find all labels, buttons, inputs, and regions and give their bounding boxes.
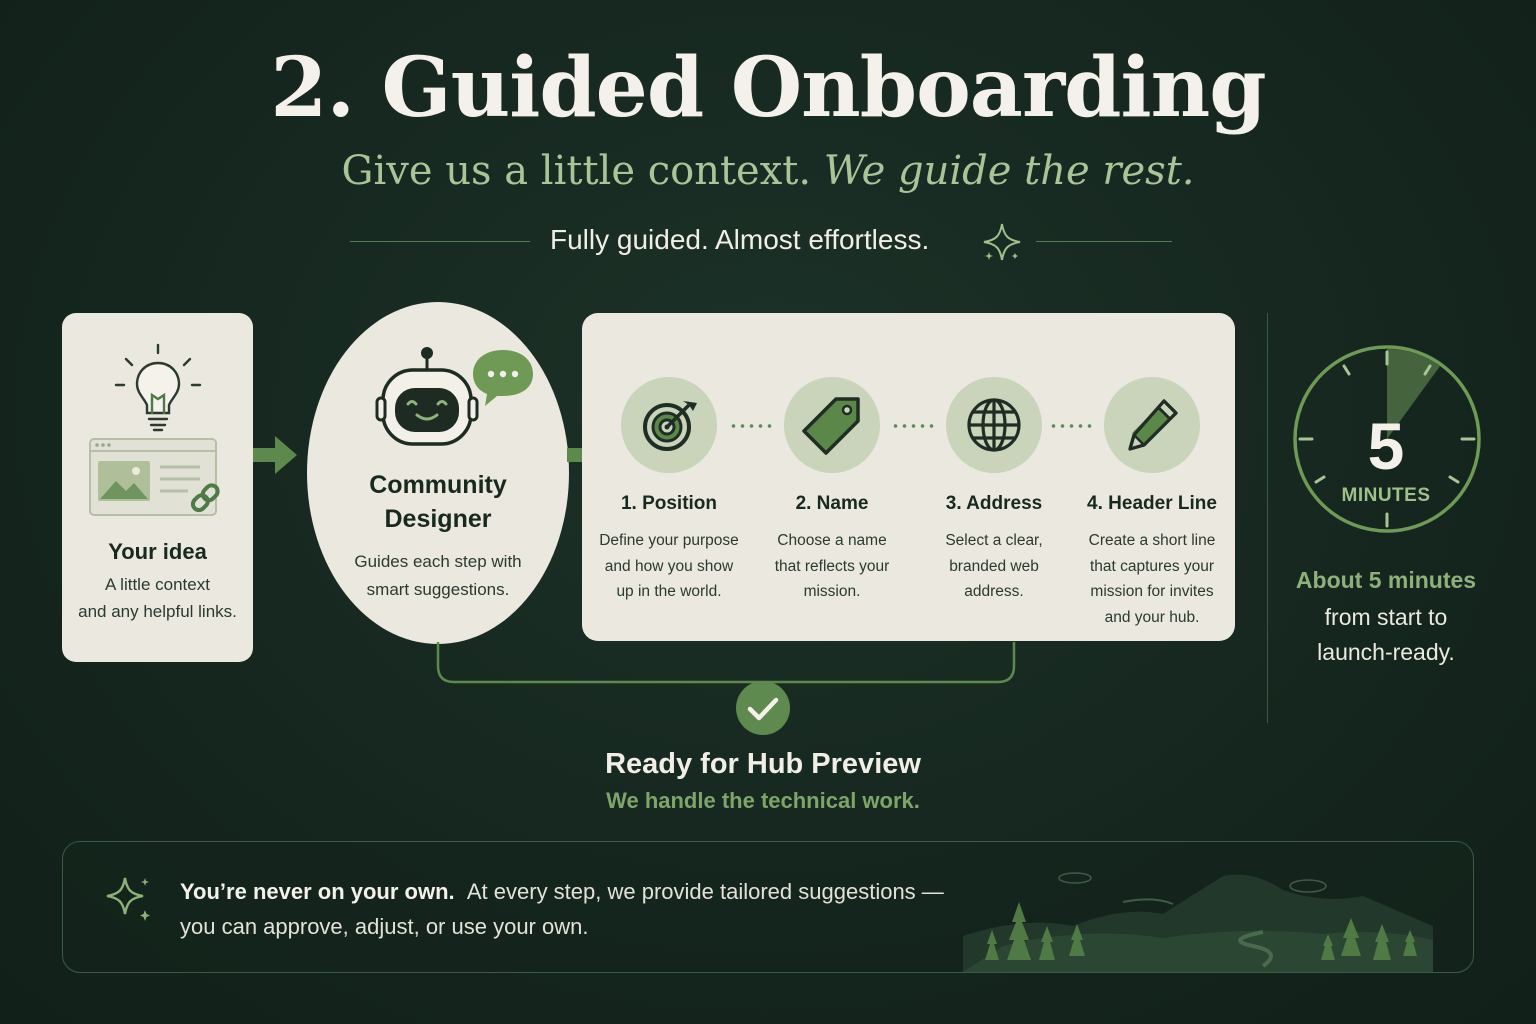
designer-description: Guides each step with smart suggestions. xyxy=(327,548,549,604)
designer-title: Community Designer xyxy=(307,468,569,536)
ready-title: Ready for Hub Preview xyxy=(605,748,921,780)
step-title: 3. Address xyxy=(945,493,1043,514)
step-line: that captures your xyxy=(1089,557,1215,575)
sparkle-icon xyxy=(983,223,1021,261)
step-connector-dots xyxy=(1049,424,1095,428)
designer-desc-line-2: smart suggestions. xyxy=(366,580,510,599)
ready-connector xyxy=(436,642,1016,684)
designer-title-line-1: Community xyxy=(369,471,507,499)
timer-desc-line-2: launch-ready. xyxy=(1317,639,1455,665)
step-position: 1. Position Define your purpose and how … xyxy=(589,313,749,641)
robot-icon xyxy=(375,347,533,446)
step-connector-dots xyxy=(729,424,775,428)
banner-line-1: At every step, we provide tailored sugge… xyxy=(466,879,944,904)
step-line: and your hub. xyxy=(1104,608,1200,626)
sparkle-icon xyxy=(106,877,150,921)
idea-line-1: A little context xyxy=(105,575,210,594)
arrow-right-icon xyxy=(253,436,297,474)
vertical-divider xyxy=(1267,313,1268,723)
step-title: 1. Position xyxy=(620,493,718,514)
idea-description: A little context and any helpful links. xyxy=(68,571,247,625)
check-circle-icon xyxy=(736,681,790,735)
timer-ticks xyxy=(1298,350,1476,528)
timer-tick xyxy=(1342,364,1351,376)
timer-tick xyxy=(1423,364,1432,376)
designer-desc-line-1: Guides each step with xyxy=(354,552,522,571)
ready-subtitle: We handle the technical work. xyxy=(606,788,920,813)
step-line: Define your purpose xyxy=(599,532,739,549)
step-line: and how you show xyxy=(604,557,734,575)
step-line: Choose a name xyxy=(777,532,887,549)
timer-description: from start to launch-ready. xyxy=(1286,600,1486,670)
timer-tick xyxy=(1448,475,1460,484)
step-line: mission for invites xyxy=(1090,583,1214,600)
tagline: Fully guided. Almost effortless. xyxy=(550,224,930,255)
step-description: Select a clear, branded web address. xyxy=(908,528,1080,605)
banner-text: You’re never on your own. At every step,… xyxy=(180,874,980,944)
tagline-rule-left xyxy=(350,241,530,242)
step-description: Define your purpose and how you show up … xyxy=(583,528,755,605)
subtitle-plain: Give us a little context. xyxy=(341,148,824,194)
timer-tick xyxy=(1314,475,1326,484)
tag-icon xyxy=(802,397,860,455)
subtitle-italic: We guide the rest. xyxy=(823,148,1195,194)
idea-card: Your idea A little context and any helpf… xyxy=(62,313,253,662)
tagline-row: Fully guided. Almost effortless. xyxy=(350,220,1172,264)
page-title: 2. Guided Onboarding xyxy=(270,40,1266,136)
lightbulb-icon xyxy=(114,343,202,432)
idea-line-2: and any helpful links. xyxy=(78,602,237,621)
designer-title-line-2: Designer xyxy=(384,505,492,533)
step-title: 2. Name xyxy=(795,493,869,514)
step-line: address. xyxy=(964,583,1024,600)
step-address: 3. Address Select a clear, branded web a… xyxy=(914,313,1074,641)
forest-landscape-illustration xyxy=(963,872,1433,972)
timer-desc-line-1: from start to xyxy=(1324,604,1448,630)
page-subtitle: Give us a little context. We guide the r… xyxy=(0,148,1536,194)
step-name: 2. Name Choose a name that reflects your… xyxy=(752,313,912,641)
step-line: that reflects your xyxy=(774,557,890,575)
step-title: 4. Header Line xyxy=(1087,493,1217,514)
timer-unit: MINUTES xyxy=(1341,485,1431,506)
timer-ring xyxy=(1293,345,1481,533)
timer-headline: About 5 minutes xyxy=(1295,567,1477,593)
tagline-rule-right xyxy=(1036,241,1172,242)
globe-icon xyxy=(967,398,1021,452)
webpage-link-icon xyxy=(89,438,220,516)
step-line: Create a short line xyxy=(1088,532,1216,549)
step-line: up in the world. xyxy=(616,583,722,600)
step-header-line: 4. Header Line Create a short line that … xyxy=(1072,313,1232,641)
target-icon xyxy=(643,401,697,451)
step-description: Create a short line that captures your m… xyxy=(1066,528,1238,630)
support-banner: You’re never on your own. At every step,… xyxy=(62,841,1474,973)
step-line: branded web xyxy=(949,557,1039,575)
banner-line-2: you can approve, adjust, or use your own… xyxy=(180,914,589,939)
timer-dial xyxy=(1293,345,1481,533)
step-line: Select a clear, xyxy=(945,532,1043,549)
banner-bold: You’re never on your own. xyxy=(180,879,455,904)
timer-number: 5 xyxy=(1367,409,1405,483)
step-connector-dots xyxy=(891,424,937,428)
idea-title: Your idea xyxy=(108,539,207,564)
pencil-icon xyxy=(1128,399,1178,451)
steps-panel: 1. Position Define your purpose and how … xyxy=(582,313,1235,641)
community-designer-card: Community Designer Guides each step with… xyxy=(307,302,569,644)
step-line: mission. xyxy=(803,583,861,600)
step-description: Choose a name that reflects your mission… xyxy=(746,528,918,605)
